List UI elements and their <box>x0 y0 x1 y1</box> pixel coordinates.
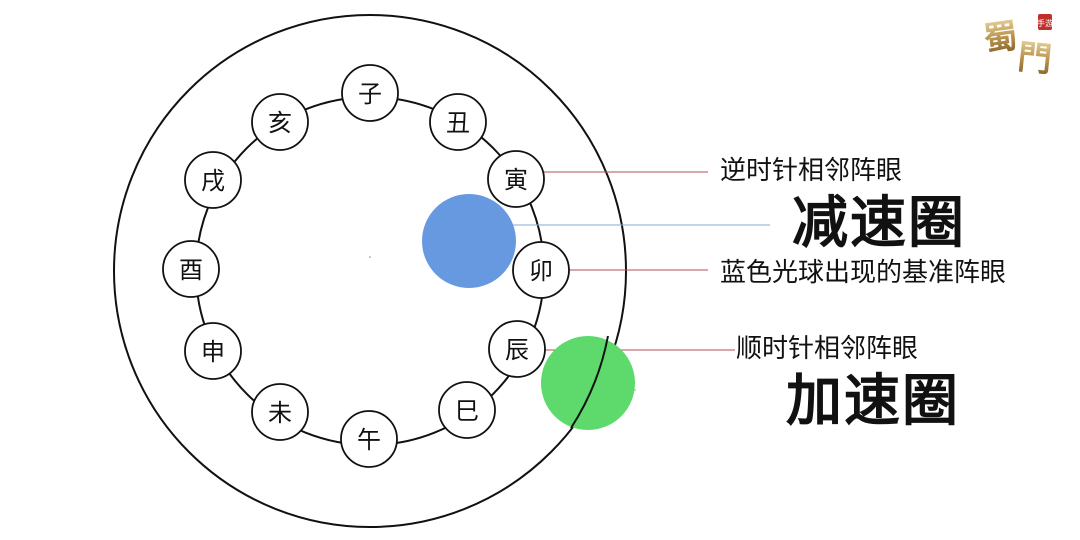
outer-ring-over-green <box>570 335 609 429</box>
green-orb <box>541 336 635 430</box>
outer-ring <box>113 14 627 528</box>
branch-label: 巳 <box>455 397 479 425</box>
branch-label: 戌 <box>201 167 225 195</box>
speed-circle-label: 加速圈 <box>786 369 960 434</box>
branch-node-you: 酉 <box>162 240 220 298</box>
svg-text:蜀: 蜀 <box>981 16 1020 60</box>
branch-node-zi: 子 <box>341 64 399 122</box>
branch-node-si: 巳 <box>438 381 496 439</box>
branch-node-mao: 卯 <box>512 241 570 299</box>
branch-label: 亥 <box>268 109 292 137</box>
branch-label: 丑 <box>446 109 470 137</box>
branch-label: 卯 <box>529 257 553 285</box>
ccw-adjacent-label: 逆时针相邻阵眼 <box>720 156 903 186</box>
branch-label: 子 <box>358 80 382 108</box>
branch-label: 寅 <box>504 166 528 194</box>
branch-label: 午 <box>357 426 381 454</box>
branch-node-wu: 午 <box>340 410 398 468</box>
branch-label: 申 <box>201 338 225 366</box>
branch-node-yin: 寅 <box>487 150 545 208</box>
cw-adjacent-label: 顺时针相邻阵眼 <box>736 334 919 364</box>
base-eye-label: 蓝色光球出现的基准阵眼 <box>720 258 1007 288</box>
branch-node-xu: 戌 <box>184 151 242 209</box>
logo-emblem: 蜀 門 手游 <box>981 14 1054 81</box>
slow-circle-label: 减速圈 <box>792 191 966 256</box>
branch-node-chou: 丑 <box>429 93 487 151</box>
branch-node-shen: 申 <box>184 322 242 380</box>
svg-text:手游: 手游 <box>1037 18 1053 28</box>
center-point <box>369 256 371 258</box>
branch-label: 未 <box>268 399 292 427</box>
blue-orb <box>422 194 516 288</box>
branch-nodes: 子 丑 寅 卯 辰 巳 午 未 申 酉 戌 亥 <box>162 64 570 468</box>
branch-node-wei: 未 <box>251 383 309 441</box>
branch-node-hai: 亥 <box>251 93 309 151</box>
branch-label: 辰 <box>505 336 529 364</box>
branch-label: 酉 <box>179 256 203 284</box>
svg-text:門: 門 <box>1016 37 1054 78</box>
game-logo: 蜀 門 手游 <box>978 4 1074 81</box>
branch-node-chen: 辰 <box>488 320 546 378</box>
